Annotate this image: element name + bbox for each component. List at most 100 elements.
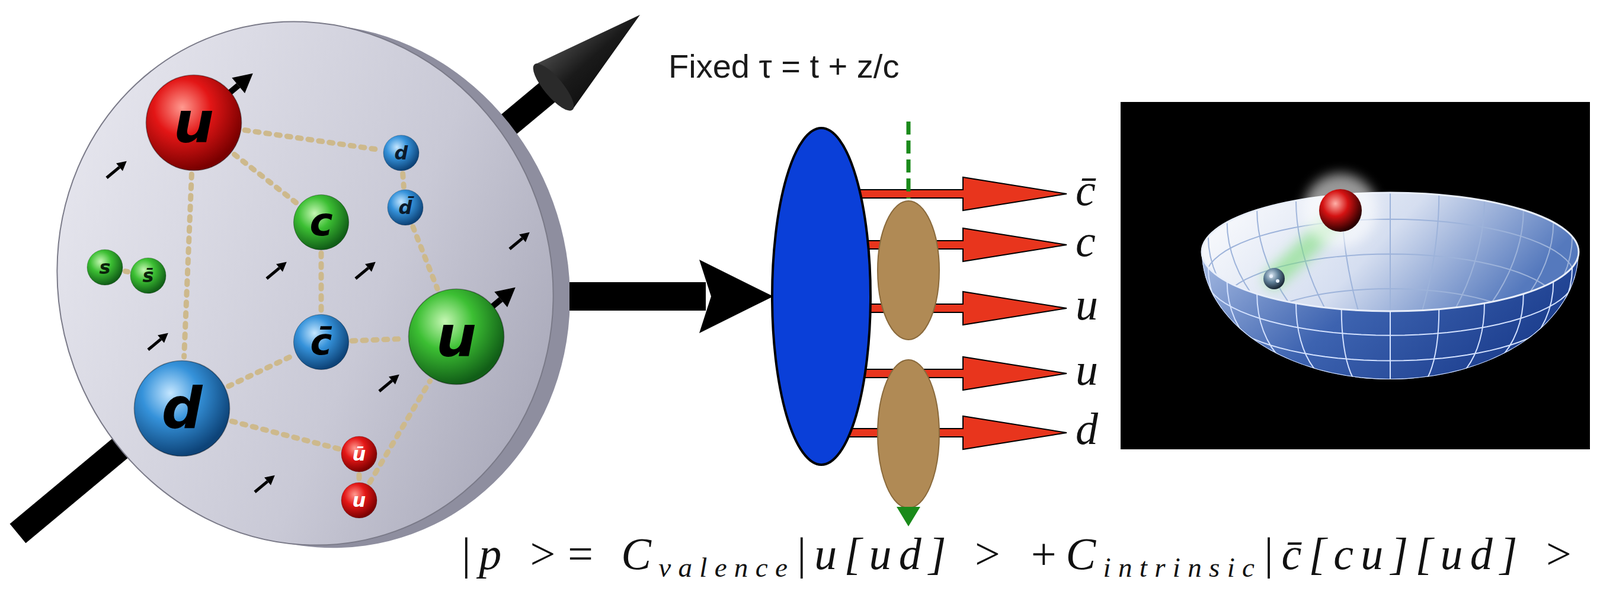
text-run: u [1075,344,1099,395]
quark-label: s [98,257,111,277]
spin-arrow-head [116,161,127,172]
parton-arrow [841,228,1067,262]
subscript: intrinsic [1103,552,1263,584]
incoming-arrow-head [699,259,774,334]
bowl-parallel [1246,334,1535,380]
gluon-chain [356,474,363,480]
bowl-panel [1120,101,1590,450]
bowl-meridian [1389,311,1391,393]
quark-sphere: s [86,248,124,286]
text-run: c [1075,215,1096,266]
spin-arrow-head [231,73,253,94]
spin-arrow-head [365,261,376,272]
spin-arrow-head [519,232,530,243]
incoming-arrow-shaft [569,282,706,311]
spin-arrow [106,167,120,178]
spin-arrow [379,380,392,392]
parton-label: u [1075,278,1099,331]
sphere-fill [87,249,123,286]
sphere-fill [408,288,504,384]
gluon-chain [231,421,339,450]
spin-arrow [355,267,368,279]
quark-label: s̄ [142,266,154,286]
spin-arrow-base [527,58,581,116]
quark-label: u [173,94,214,152]
sphere-fill [341,436,377,472]
bowl-parallel [1322,370,1459,392]
spin-arrow-head [157,333,169,344]
sphere-fill [145,74,242,171]
gluon-chain [413,226,438,290]
bowl-meridian [1389,192,1391,380]
quark-label: d̄ [398,197,413,217]
parton-label: u [1075,343,1099,396]
gluon-chain [369,381,431,483]
proton-ellipse [772,128,871,465]
spin-arrow [254,481,268,492]
quark-sphere: u [407,287,506,386]
gluon-chain [184,174,192,357]
gluon-chain [228,354,294,386]
quark-label: ū [352,444,367,464]
diquark-cluster [877,359,940,508]
gluon-chain [352,338,405,341]
quark-label: d [161,379,203,437]
bowl-grid [1205,192,1575,380]
sphere-fill [387,189,424,226]
quark-label: u [352,490,367,510]
proton-disk [0,0,643,591]
bowl-parallel [1205,219,1575,278]
parton-label: d [1075,402,1099,455]
subscript: valence [658,552,795,584]
sphere-fill [383,135,419,171]
diquark-cluster [877,200,940,340]
sphere-fill [293,314,349,370]
small-ball-dot [1269,274,1273,278]
quark-label: d [394,143,409,163]
disk-face [0,0,627,591]
bowl-meridian [1296,303,1391,390]
quark-sphere: d [382,134,420,172]
gluon-chain [244,130,381,150]
spin-arrow-head [388,374,400,385]
bowl-meridian [1390,303,1485,390]
sphere-fill [293,194,349,250]
bowl-parallel [1280,355,1500,390]
quark-sphere: c̄ [292,313,350,371]
parton-arrow [841,356,1067,390]
text-run: |c̄[cu][ud] > [1261,528,1581,579]
bowl-meridian [1390,209,1524,380]
quark-label: c [309,202,333,242]
parton-arrows [841,177,1067,450]
bowl-meridian [1390,194,1439,380]
bowl-rim [1201,192,1579,312]
spin-arrow [509,238,523,249]
spin-arrow [148,338,161,350]
bowl-meridian [1390,200,1485,380]
state-equation: |p >= Cvalence|u[ud] > +Cintrinsic|c̄[cu… [459,528,1582,584]
quark-sphere: d [132,359,232,458]
time-slice-line [906,121,911,199]
text-run: Fixed τ = t + z/c [668,47,899,85]
parton-arrow [841,416,1067,450]
quark-sphere: s̄ [129,257,167,294]
quark-sphere: u [340,481,378,519]
text-run: u [1075,279,1099,329]
parton-arrow [841,291,1067,325]
bowl-meridian [1390,236,1573,380]
gluon-chain [125,268,128,275]
bowl-parallel [1220,307,1561,361]
small-ball [1263,267,1285,290]
sphere-fill [133,360,230,456]
parton-label: c̄ [1075,164,1096,216]
spin-arrow-head [494,287,515,308]
red-ball [1319,189,1362,232]
spin-arrows [106,73,530,492]
bowl-parallel [1220,253,1561,307]
spin-arrow-head [276,261,287,272]
sphere-fill [341,482,377,518]
text-run: c̄ [1075,164,1096,215]
